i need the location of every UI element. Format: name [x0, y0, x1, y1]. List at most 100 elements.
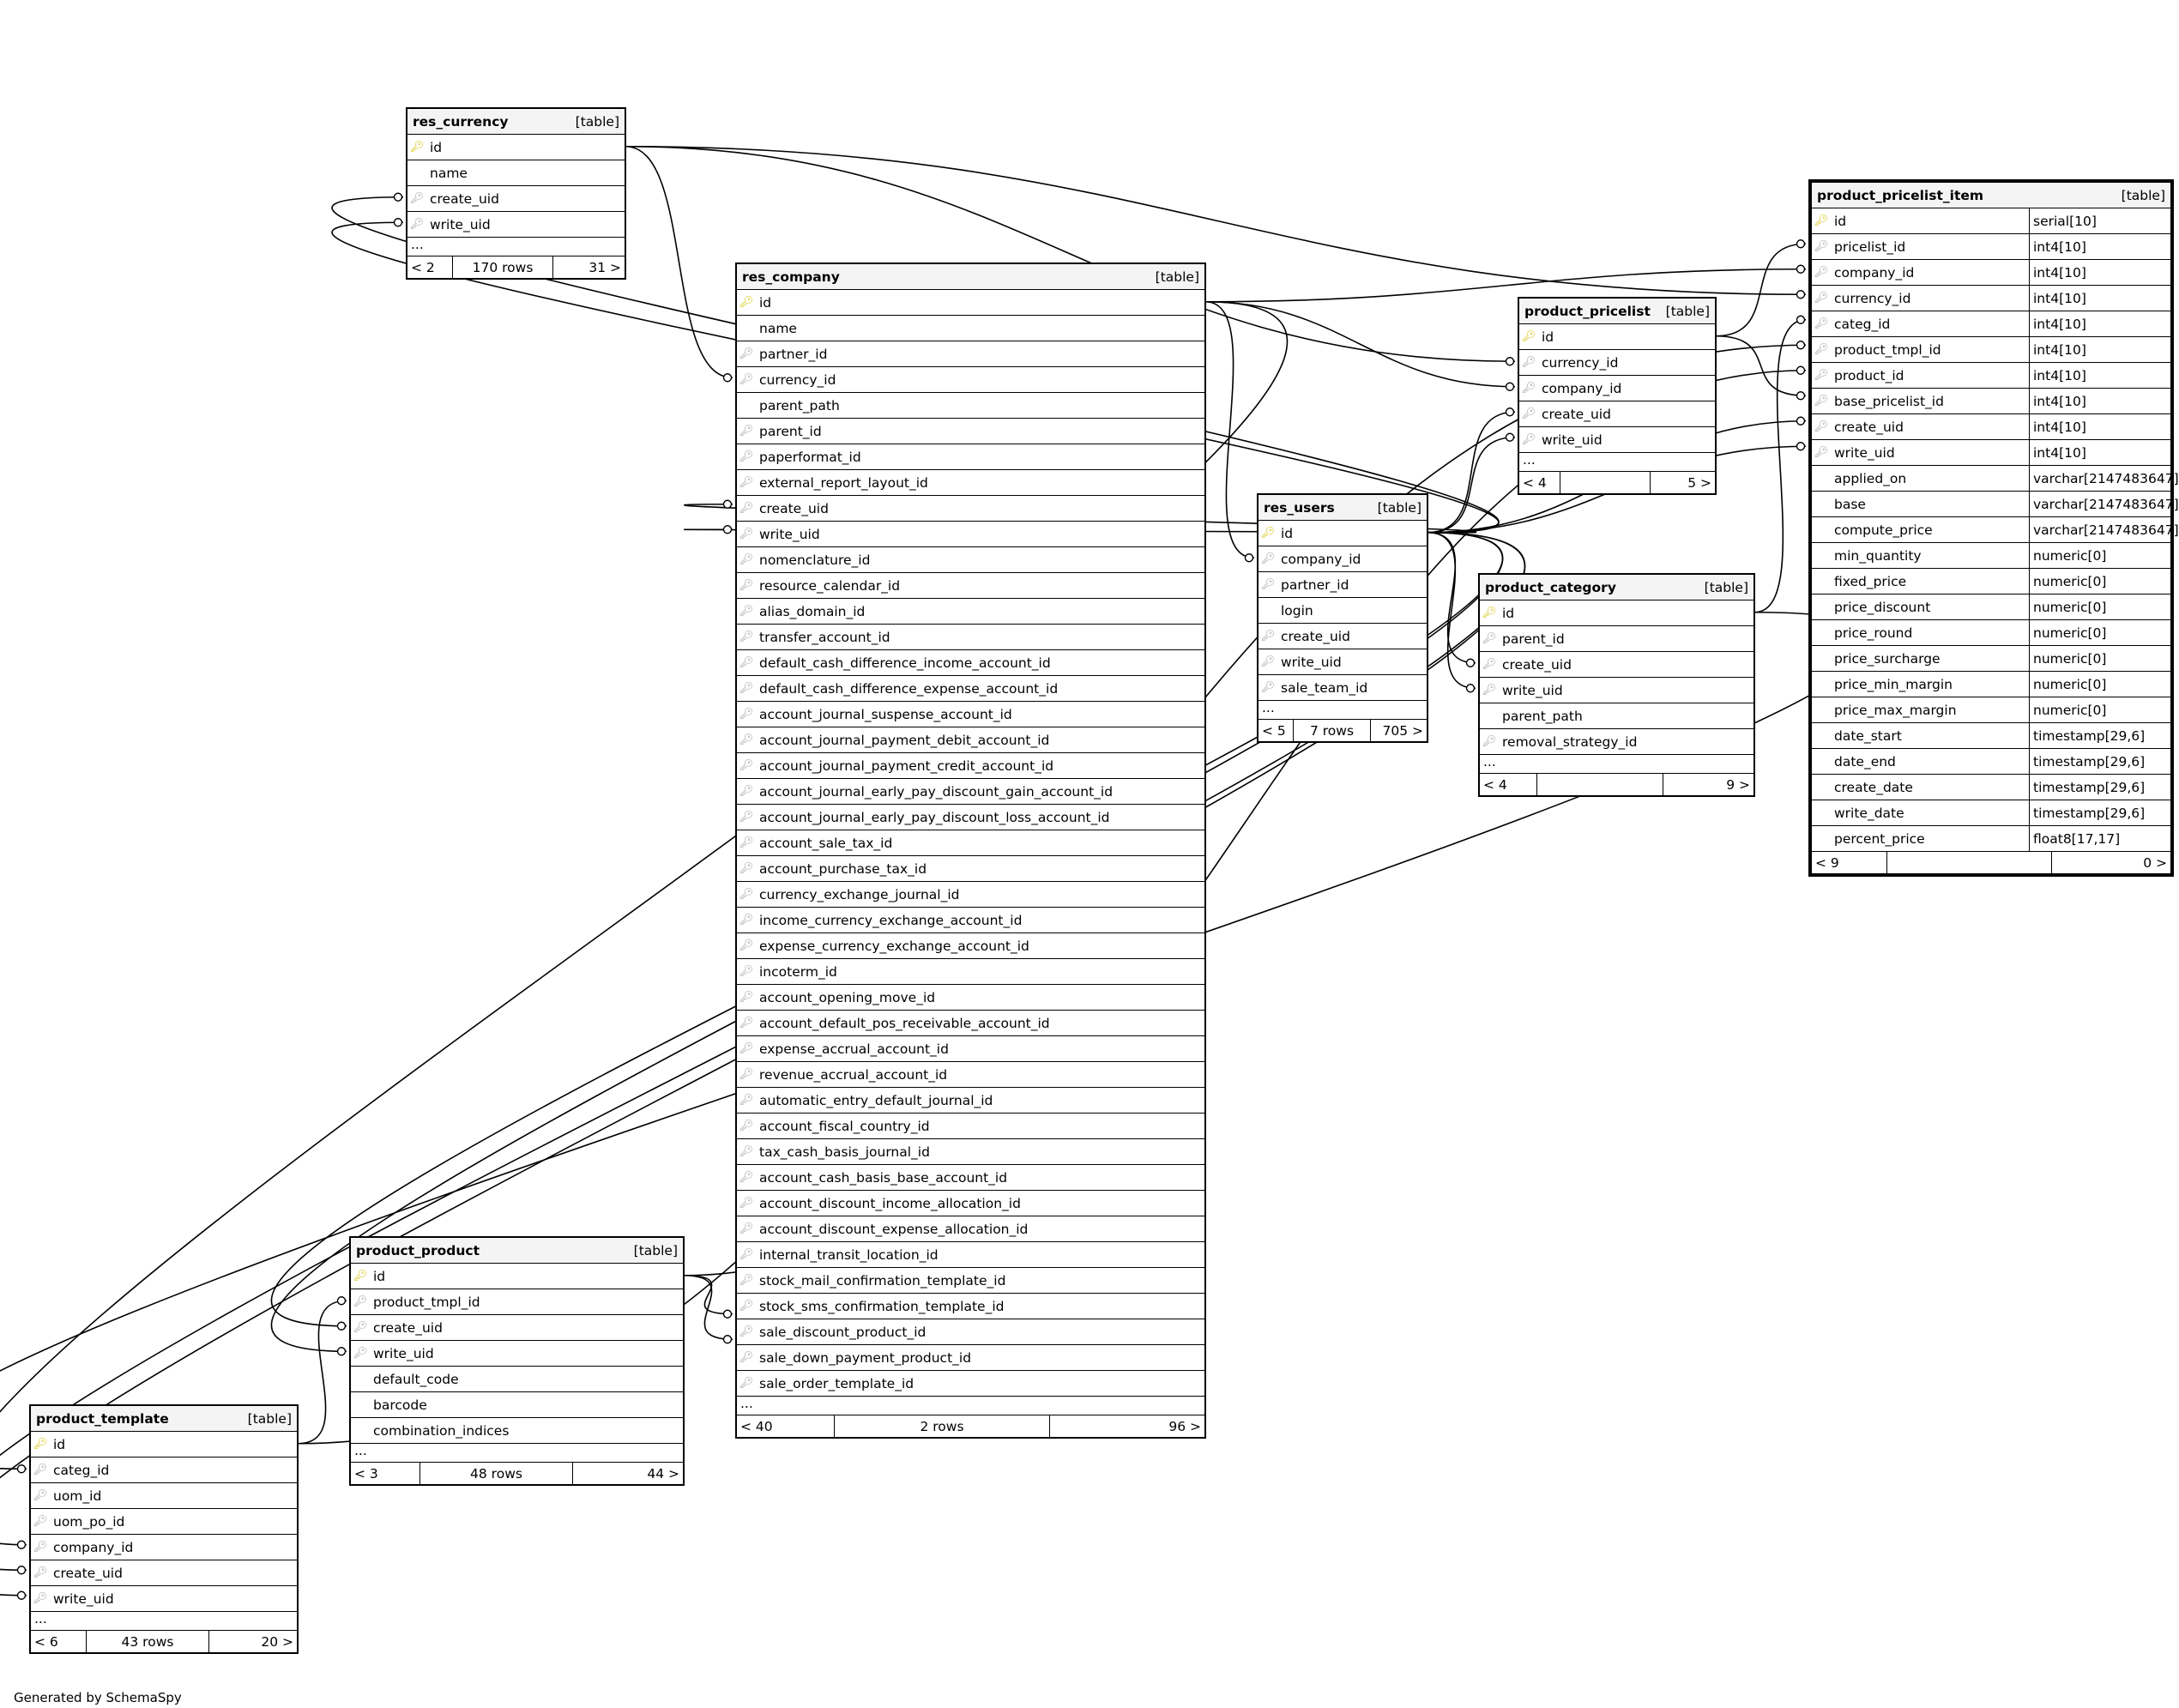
relationship-line	[1204, 300, 1255, 559]
column-name: default_code	[373, 1371, 459, 1387]
parents-link[interactable]: < 3	[351, 1463, 420, 1484]
children-link[interactable]: 20 >	[261, 1633, 293, 1650]
column-row: 🔑︎sale_discount_product_id	[737, 1319, 1204, 1345]
column-row: 🔑︎write_uid	[1480, 678, 1753, 703]
parents-link[interactable]: < 5	[1259, 720, 1294, 741]
foreign-key-icon: 🔑︎	[739, 1120, 754, 1132]
table-name[interactable]: product_product	[356, 1242, 480, 1258]
column-row: 🔑︎stock_sms_confirmation_template_id	[737, 1294, 1204, 1319]
foreign-key-icon: 🔑︎	[1521, 356, 1536, 369]
zero-or-many-marker	[722, 1335, 733, 1344]
column-name: create_uid	[759, 500, 829, 516]
children-link[interactable]: 96 >	[1168, 1418, 1201, 1434]
column-row: name	[737, 316, 1204, 341]
foreign-key-icon: 🔑︎	[739, 965, 754, 978]
row-count: 2 rows	[835, 1415, 1050, 1437]
table-kind: [table]	[247, 1410, 292, 1427]
foreign-key-icon: 🔑︎	[739, 888, 754, 901]
column-name: id	[759, 294, 772, 311]
column-row: combination_indices	[351, 1418, 683, 1444]
column-name: company_id	[1542, 380, 1622, 396]
foreign-key-icon: 🔑︎	[409, 218, 425, 231]
column-name: sale_down_payment_product_id	[759, 1349, 972, 1366]
column-row: 🔑︎tax_cash_basis_journal_id	[737, 1139, 1204, 1165]
table-name[interactable]: res_users	[1264, 499, 1335, 516]
table-product-template[interactable]: product_template [table]🔑︎id🔑︎categ_id🔑︎…	[29, 1404, 299, 1654]
column-name: company_id	[53, 1539, 134, 1555]
column-name: account_cash_basis_base_account_id	[759, 1169, 1008, 1186]
column-row: 🔑︎create_uid	[1259, 624, 1427, 649]
foreign-key-icon: 🔑︎	[739, 1248, 754, 1261]
column-row: 🔑︎default_cash_difference_expense_accoun…	[737, 676, 1204, 702]
foreign-key-icon: 🔑︎	[353, 1295, 368, 1308]
children-link[interactable]: 31 >	[589, 259, 621, 275]
foreign-key-icon: 🔑︎	[1814, 266, 1829, 279]
parents-link[interactable]: < 2	[407, 257, 453, 278]
column-row: 🔑︎account_journal_suspense_account_id	[737, 702, 1204, 727]
foreign-key-icon: 🔑︎	[353, 1321, 368, 1334]
zero-or-many-marker	[1505, 407, 1515, 417]
column-name: revenue_accrual_account_id	[759, 1066, 948, 1083]
table-product-pricelist[interactable]: product_pricelist [table]🔑︎id🔑︎currency_…	[1518, 297, 1717, 495]
column-type: timestamp[29,6]	[2029, 749, 2170, 774]
column-row: 🔑︎parent_id	[737, 419, 1204, 444]
parents-link[interactable]: < 4	[1519, 472, 1560, 493]
relationship-line	[1204, 300, 1516, 388]
column-row: 🔑︎account_discount_income_allocation_id	[737, 1191, 1204, 1216]
foreign-key-icon: 🔑︎	[1482, 735, 1497, 748]
column-name: compute_price	[1834, 522, 1933, 538]
parents-link[interactable]: < 9	[1812, 852, 1887, 873]
table-name[interactable]: res_company	[742, 269, 840, 285]
column-name: account_purchase_tax_id	[759, 860, 927, 877]
children-link[interactable]: 9 >	[1726, 776, 1750, 793]
column-name: parent_path	[759, 397, 840, 413]
zero-or-many-marker	[336, 1321, 347, 1331]
column-name: date_end	[1834, 753, 1896, 770]
zero-or-many-marker	[336, 1296, 347, 1306]
column-type: numeric[0]	[2029, 543, 2170, 568]
column-name: account_default_pos_receivable_account_i…	[759, 1015, 1050, 1031]
relationship-line	[683, 1274, 733, 1341]
table-name[interactable]: product_pricelist_item	[1817, 187, 1984, 203]
column-type: numeric[0]	[2029, 672, 2170, 697]
parents-link[interactable]: < 4	[1480, 774, 1537, 795]
column-type: int4[10]	[2029, 311, 2170, 336]
table-name[interactable]: product_template	[36, 1410, 169, 1427]
table-name[interactable]: product_pricelist	[1524, 303, 1651, 319]
parents-link[interactable]: < 40	[737, 1415, 835, 1437]
relationship-line	[625, 145, 733, 379]
table-footer: < 5 7 rows 705 >	[1259, 720, 1427, 741]
column-name: uom_po_id	[53, 1513, 125, 1530]
table-res-users[interactable]: res_users [table]🔑︎id🔑︎company_id🔑︎partn…	[1257, 493, 1428, 743]
foreign-key-icon: 🔑︎	[739, 759, 754, 772]
column-name: write_uid	[1502, 682, 1563, 698]
zero-or-many-marker	[16, 1464, 27, 1474]
parents-link[interactable]: < 6	[31, 1631, 87, 1652]
zero-or-many-marker	[1796, 416, 1806, 425]
column-type: int4[10]	[2029, 389, 2170, 413]
children-link[interactable]: 44 >	[647, 1465, 679, 1482]
column-name: paperformat_id	[759, 449, 861, 465]
table-name[interactable]: product_category	[1485, 579, 1616, 595]
column-row: 🔑︎account_discount_expense_allocation_id	[737, 1216, 1204, 1242]
column-type: numeric[0]	[2029, 697, 2170, 722]
children-link[interactable]: 5 >	[1687, 474, 1711, 491]
column-type: timestamp[29,6]	[2029, 775, 2170, 800]
column-type: timestamp[29,6]	[2029, 800, 2170, 825]
column-name: write_uid	[1834, 444, 1895, 461]
table-product-category[interactable]: product_category [table]🔑︎id🔑︎parent_id🔑…	[1478, 573, 1755, 797]
row-count	[1887, 852, 2052, 873]
table-name[interactable]: res_currency	[413, 113, 509, 130]
foreign-key-icon: 🔑︎	[739, 476, 754, 489]
column-name: internal_transit_location_id	[759, 1246, 939, 1263]
children-link[interactable]: 0 >	[2143, 854, 2167, 871]
children-link[interactable]: 705 >	[1382, 722, 1424, 739]
column-row: 🔑︎product_tmpl_id	[351, 1289, 683, 1315]
table-product-product[interactable]: product_product [table]🔑︎id🔑︎product_tmp…	[349, 1236, 685, 1486]
foreign-key-icon: 🔑︎	[1260, 552, 1276, 565]
column-row: 🔑︎create_uid	[1480, 652, 1753, 678]
